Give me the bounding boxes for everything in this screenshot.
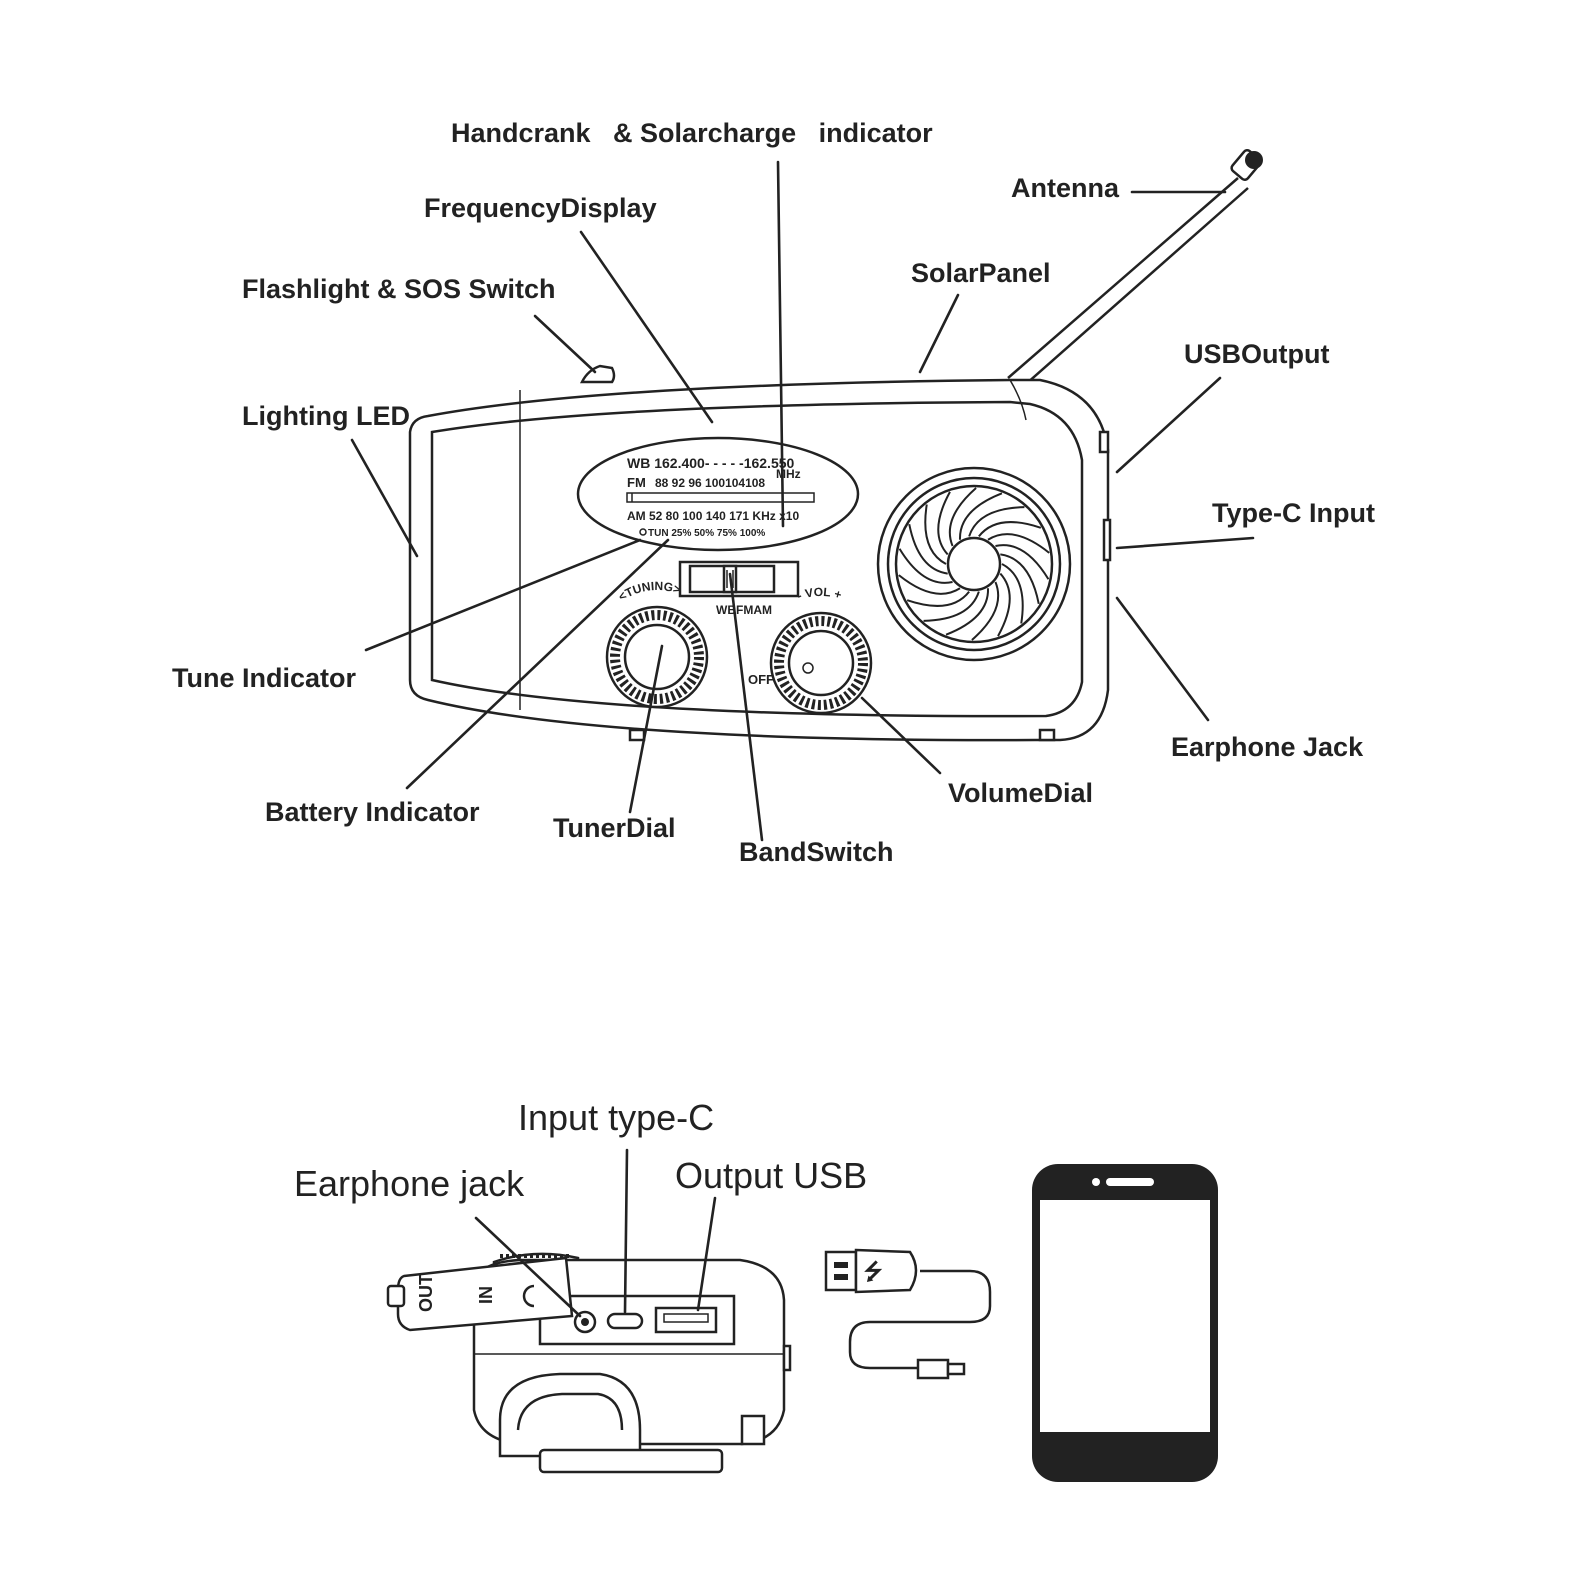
volume-dial: - VOL + OFF [748, 585, 873, 715]
label-battery-indicator: Battery Indicator [265, 797, 480, 827]
label-usb-output: USBOutput [1184, 339, 1329, 369]
phone-camera [1092, 1178, 1100, 1186]
tuner-dial: <TUNING> [605, 579, 709, 709]
antenna-rod [1007, 148, 1263, 385]
usb-cable: ⭍ [824, 1248, 992, 1380]
smartphone-illustration [1032, 1164, 1218, 1482]
top-leader-lines [350, 160, 1255, 842]
speaker-blade [1000, 553, 1040, 604]
phone-screen [1040, 1200, 1210, 1432]
display-am-line: AM 52 80 100 140 171 KHz x10 [627, 509, 799, 523]
speaker-blade [898, 548, 953, 584]
speaker-blade [987, 533, 1050, 554]
label-tune-indicator: Tune Indicator [172, 663, 356, 693]
type-c-port [606, 1312, 644, 1330]
label-output-usb: Output USB [675, 1155, 867, 1196]
speaker-blade [968, 506, 1025, 537]
label-solar-panel: SolarPanel [911, 258, 1051, 288]
speaker-blade [995, 544, 1050, 580]
off-label: OFF [748, 672, 774, 687]
speaker-blade [906, 590, 970, 607]
speaker-blade [971, 581, 1000, 641]
type-c-port-side [1102, 518, 1112, 562]
label-earphone-jack-side: Earphone jack [294, 1163, 525, 1204]
speaker-blade [945, 588, 990, 636]
band-switch-text: WBFMAM [716, 603, 772, 617]
label-antenna: Antenna [1011, 173, 1120, 203]
display-fm-values: 88 92 96 100104108 [655, 476, 765, 490]
label-frequency-display: FrequencyDisplay [424, 193, 657, 223]
radio-front-illustration: WB 162.400- - - - -162.550 MHz FM 88 92 … [408, 148, 1263, 742]
label-handcrank-solarcharge: Handcrank & Solarcharge indicator [451, 118, 933, 148]
label-type-c-input: Type-C Input [1212, 498, 1375, 528]
speaker-blade [898, 574, 961, 595]
speaker-grille [876, 466, 1072, 662]
label-volume-dial: VolumeDial [948, 778, 1093, 808]
speaker-blade [1001, 563, 1024, 624]
speaker-blade [908, 524, 948, 575]
display-wb-line: WB 162.400- - - - -162.550 [627, 455, 795, 471]
micro-usb-plug [916, 1358, 950, 1380]
svg-text:⭍: ⭍ [864, 1259, 883, 1284]
usb-a-plug [824, 1250, 858, 1292]
radio-side-illustration: OUT IN [386, 1252, 792, 1474]
crank-handle [498, 1372, 642, 1458]
bottom-labels: Input type-C Earphone jack Output USB [294, 1097, 867, 1204]
speaker-blade [948, 487, 977, 547]
label-band-switch: BandSwitch [739, 837, 894, 867]
tune-indicator-light [639, 528, 647, 536]
speaker-blade [924, 504, 947, 565]
label-lighting-led: Lighting LED [242, 401, 410, 431]
label-tuner-dial: TunerDial [553, 813, 676, 843]
frequency-display: WB 162.400- - - - -162.550 MHz FM 88 92 … [576, 436, 860, 552]
usb-port-side [1098, 430, 1110, 454]
port-cover-flap [396, 1256, 574, 1332]
label-earphone-jack: Earphone Jack [1171, 732, 1364, 762]
label-flashlight-sos-switch: Flashlight & SOS Switch [242, 274, 556, 304]
label-input-type-c: Input type-C [518, 1097, 714, 1138]
band-switch: WBFMAM [678, 560, 800, 617]
bottom-leader-lines [474, 1148, 717, 1318]
speaker-blade [978, 521, 1042, 538]
cover-out-text: OUT [416, 1274, 436, 1312]
top-labels: Handcrank & Solarcharge indicator Freque… [172, 118, 1375, 867]
speaker-blade [958, 492, 1003, 540]
speaker-blade [937, 491, 951, 556]
phone-speaker [1106, 1178, 1154, 1186]
speaker-blade [923, 591, 980, 622]
cover-in-text: IN [476, 1286, 496, 1304]
display-indicator-line: TUN 25% 50% 75% 100% [648, 528, 765, 539]
display-mhz: MHz [776, 467, 801, 481]
flashlight-switch-knob [579, 364, 616, 384]
speaker-blade [997, 572, 1011, 637]
display-fm-label: FM [627, 475, 646, 490]
